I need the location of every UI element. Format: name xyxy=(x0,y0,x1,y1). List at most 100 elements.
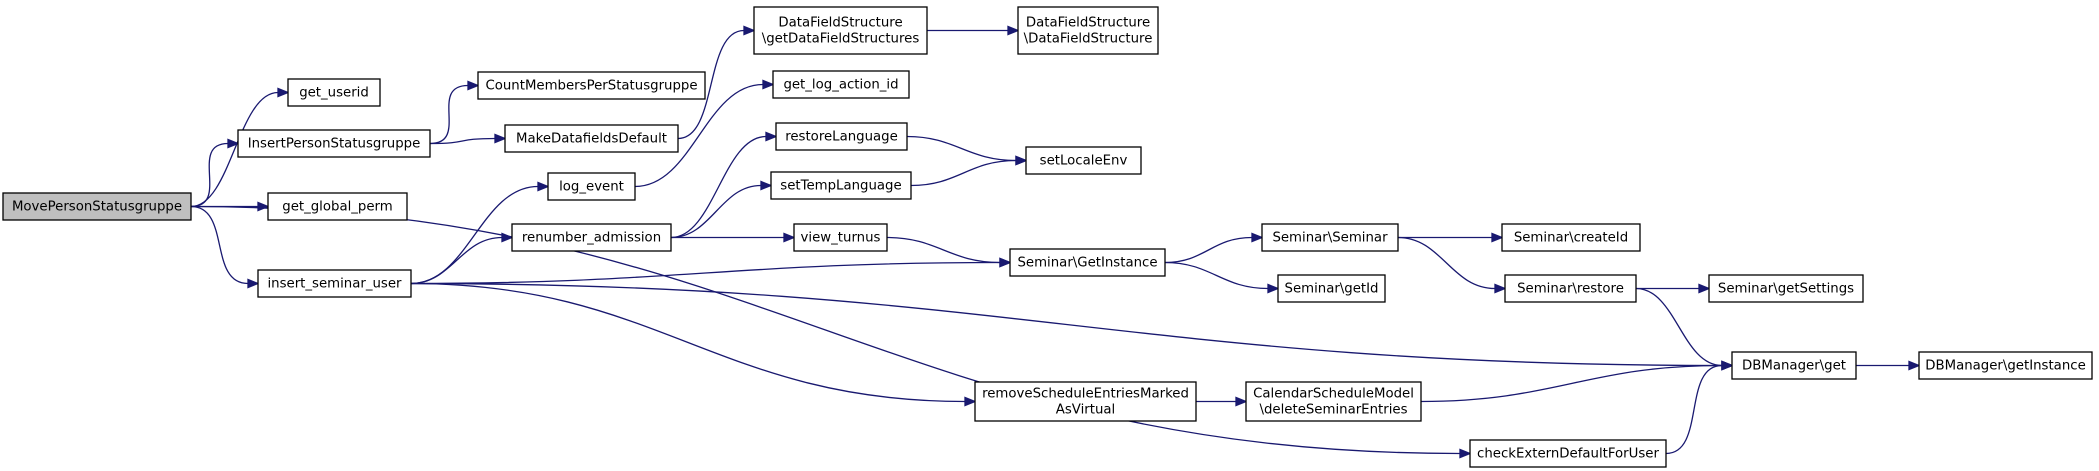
node-sem_getinst[interactable]: Seminar\GetInstance xyxy=(1009,248,1166,277)
node-label: InsertPersonStatusgruppe xyxy=(248,137,421,152)
arrowhead xyxy=(537,181,550,192)
arrowhead xyxy=(783,232,796,243)
node-sem_sem[interactable]: Seminar\Seminar xyxy=(1261,223,1399,252)
edge-isu-to-rsem xyxy=(410,282,977,407)
node-label: get_global_perm xyxy=(282,200,393,215)
edge-setTemp-to-setLocale xyxy=(910,155,1028,187)
node-sem_createid[interactable]: Seminar\createId xyxy=(1501,223,1641,252)
edge-line xyxy=(1635,287,1723,367)
node-box xyxy=(1277,274,1386,303)
edge-renum-to-restoreLang xyxy=(670,131,778,239)
edge-sem_getinst-to-sem_sem xyxy=(1164,232,1264,264)
node-get_global_perm[interactable]: get_global_perm xyxy=(267,192,408,221)
edge-renum-to-setTemp xyxy=(670,180,773,239)
edge-mps-to-ips xyxy=(190,138,240,208)
node-label: restoreLanguage xyxy=(785,130,898,145)
node-cmps[interactable]: CountMembersPerStatusgruppe xyxy=(477,71,706,100)
edge-dbget-to-dbgetinst xyxy=(1855,360,1921,371)
node-box xyxy=(1025,146,1142,175)
edge-sem_restore-to-sem_getsettings xyxy=(1636,283,1711,294)
node-dfs_get[interactable]: DataFieldStructure\getDataFieldStructure… xyxy=(753,6,928,55)
node-label: Seminar\getId xyxy=(1285,282,1379,297)
edge-sem_sem-to-sem_createid xyxy=(1397,232,1504,243)
edge-line xyxy=(429,84,469,145)
edge-line xyxy=(910,159,1017,187)
node-dbget[interactable]: DBManager\get xyxy=(1731,351,1857,380)
node-sem_getid[interactable]: Seminar\getId xyxy=(1277,274,1386,303)
node-cedfu[interactable]: checkExternDefaultForUser xyxy=(1469,439,1667,468)
node-box xyxy=(974,381,1197,422)
node-label: get_userid xyxy=(299,86,369,101)
node-box xyxy=(793,223,888,252)
node-csm[interactable]: CalendarScheduleModel\deleteSeminarEntri… xyxy=(1245,381,1422,422)
node-box xyxy=(1261,223,1399,252)
node-get_userid[interactable]: get_userid xyxy=(287,78,381,107)
node-label: Seminar\createId xyxy=(1514,231,1628,246)
node-label: AsVirtual xyxy=(1056,403,1115,418)
edge-sem_getinst-to-sem_getid xyxy=(1164,261,1280,294)
arrowhead xyxy=(1251,232,1264,243)
node-box xyxy=(1009,248,1166,277)
arrowhead xyxy=(1235,396,1248,407)
node-renum[interactable]: renumber_admission xyxy=(511,223,672,252)
edge-line xyxy=(1665,364,1723,455)
edge-line xyxy=(1164,236,1253,264)
node-dbgetinst[interactable]: DBManager\getInstance xyxy=(1918,351,2093,380)
node-setLocale[interactable]: setLocaleEnv xyxy=(1025,146,1142,175)
node-label: CalendarScheduleModel xyxy=(1253,387,1414,402)
arrowhead xyxy=(494,133,507,144)
node-mdd[interactable]: MakeDatafieldsDefault xyxy=(504,124,679,153)
node-label: \DataFieldStructure xyxy=(1024,32,1153,47)
node-box xyxy=(1501,223,1641,252)
node-label: Seminar\Seminar xyxy=(1272,231,1388,246)
edge-mps-to-get_userid xyxy=(190,87,290,208)
node-label: DBManager\get xyxy=(1742,359,1846,374)
node-label: DataFieldStructure xyxy=(1026,16,1150,31)
edge-log_event-to-glai xyxy=(634,79,775,188)
node-sem_getsettings[interactable]: Seminar\getSettings xyxy=(1708,274,1864,303)
arrowhead xyxy=(1908,360,1921,371)
edge-sem_sem-to-sem_restore xyxy=(1397,236,1507,294)
arrowhead xyxy=(999,257,1012,268)
edge-line xyxy=(1420,364,1723,403)
edge-ips-to-mdd xyxy=(429,133,507,145)
node-label: insert_seminar_user xyxy=(267,277,402,292)
node-setTemp[interactable]: setTempLanguage xyxy=(770,171,912,200)
node-box xyxy=(511,223,672,252)
arrowhead xyxy=(1459,448,1472,459)
arrowhead xyxy=(277,87,290,98)
node-glai[interactable]: get_log_action_id xyxy=(772,70,910,99)
edge-line xyxy=(677,29,745,140)
node-box xyxy=(1918,351,2093,380)
node-restoreLang[interactable]: restoreLanguage xyxy=(775,122,908,151)
node-label: DataFieldStructure xyxy=(778,16,902,31)
node-dfs_ctor[interactable]: DataFieldStructure\DataFieldStructure xyxy=(1017,6,1159,55)
node-label: \deleteSeminarEntries xyxy=(1260,403,1408,418)
edge-line xyxy=(429,137,496,145)
node-mps[interactable]: MovePersonStatusgruppe xyxy=(2,192,192,221)
edge-line xyxy=(190,205,1461,455)
node-box xyxy=(1245,381,1422,422)
edge-renum-to-view_turnus xyxy=(670,232,796,243)
node-log_event[interactable]: log_event xyxy=(547,172,636,201)
node-box xyxy=(257,269,412,298)
node-isu[interactable]: insert_seminar_user xyxy=(257,269,412,298)
node-view_turnus[interactable]: view_turnus xyxy=(793,223,888,252)
arrowhead xyxy=(760,180,773,191)
node-ips[interactable]: InsertPersonStatusgruppe xyxy=(237,129,431,158)
arrowhead xyxy=(765,131,778,142)
edge-csm-to-dbget xyxy=(1420,360,1734,403)
node-label: MovePersonStatusgruppe xyxy=(12,200,182,215)
node-label: Seminar\getSettings xyxy=(1718,282,1854,297)
node-box xyxy=(1731,351,1857,380)
arrowhead xyxy=(1491,232,1504,243)
node-sem_restore[interactable]: Seminar\restore xyxy=(1504,274,1637,303)
edges-layer xyxy=(190,25,1921,459)
edge-rsem-to-csm xyxy=(1196,396,1248,407)
node-label: Seminar\restore xyxy=(1517,282,1624,297)
node-box xyxy=(772,70,910,99)
node-box xyxy=(287,78,381,107)
node-box xyxy=(1469,439,1667,468)
